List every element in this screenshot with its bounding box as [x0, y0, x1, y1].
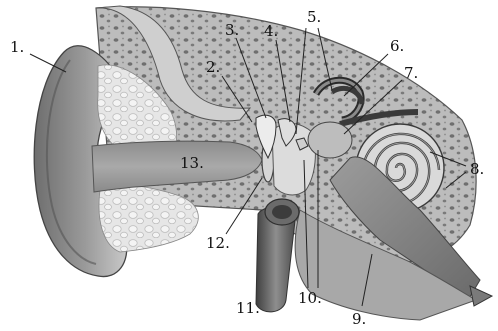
nerve-tip [470, 286, 492, 306]
label-13: 13. [180, 154, 204, 172]
label-9: 9. [352, 310, 366, 328]
label-10: 10. [298, 289, 322, 307]
label-6: 6. [390, 37, 404, 55]
label-3: 3. [225, 21, 239, 39]
vestibule [308, 122, 352, 158]
eustachian-tube [256, 199, 299, 312]
label-2: 2. [206, 58, 220, 76]
label-5: 5. [307, 8, 321, 26]
label-1: 1. [10, 38, 24, 56]
label-8: 8. [470, 160, 484, 178]
label-11: 11. [236, 299, 260, 317]
label-12: 12. [206, 234, 230, 252]
label-7: 7. [404, 64, 418, 82]
label-4: 4. [264, 22, 278, 40]
